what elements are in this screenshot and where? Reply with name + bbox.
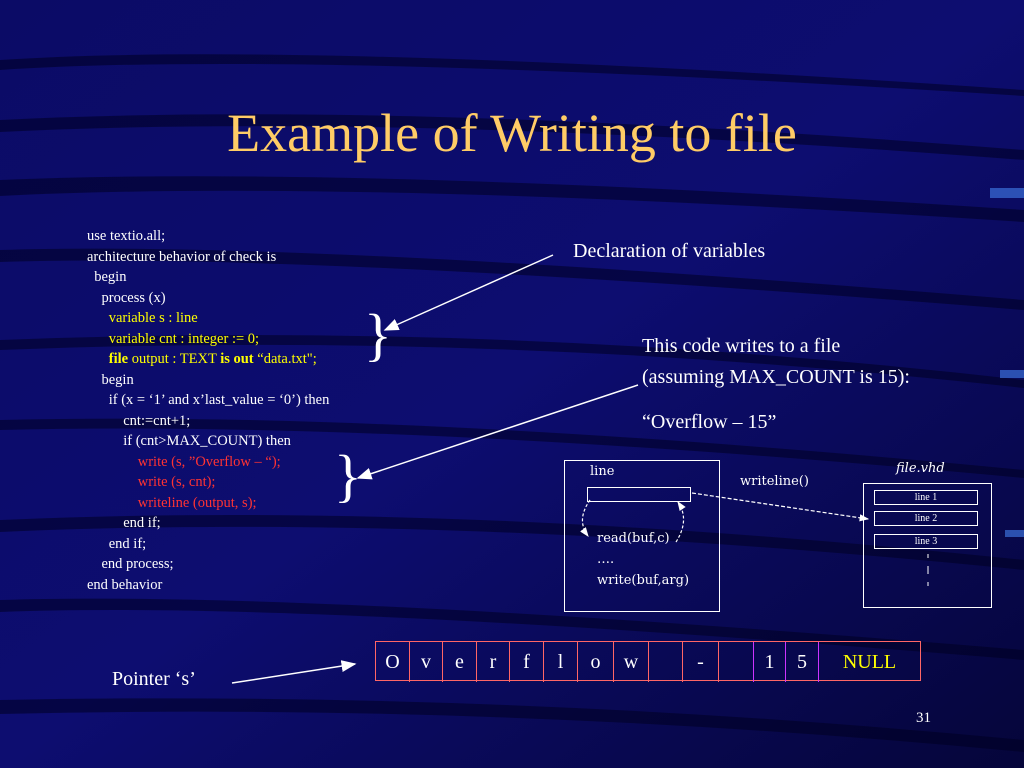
code-line: cnt:=cnt+1; — [123, 412, 191, 429]
code-line-write: write (s, ”Overflow – “); — [137, 453, 281, 470]
string-memory: O v e r f l o w - 1 5 NULL — [375, 641, 921, 682]
code-line-declaration: file output : TEXT is out “data.txt"; — [108, 351, 317, 367]
memory-cell: 1 — [754, 642, 786, 682]
memory-cell — [719, 642, 754, 682]
code-line: process (x) — [101, 289, 166, 306]
writeline-label: writeline() — [740, 474, 809, 489]
code-line-write: writeline (output, s); — [137, 494, 257, 511]
code-line: begin — [94, 269, 127, 285]
file-continuation-dots — [927, 554, 929, 586]
line-buffer — [587, 487, 691, 502]
code-line: if (cnt>MAX_COUNT) then — [123, 433, 291, 449]
buffer-loop-arrows — [580, 499, 686, 543]
code-line: if (x = ‘1’ and x’last_value = ‘0’) then — [108, 392, 330, 408]
file-box: line 1 line 2 line 3 — [863, 483, 992, 608]
code-line: end if; — [108, 535, 147, 552]
memory-cell: O — [376, 642, 410, 682]
memory-null-terminator: NULL — [842, 651, 897, 673]
code-line: end process; — [101, 556, 174, 572]
memory-cell: r — [477, 642, 510, 682]
code-block: use textio.all; architecture behavior of… — [87, 226, 329, 595]
code-line-declaration: variable s : line — [108, 310, 198, 326]
file-line-1: line 1 — [874, 490, 978, 505]
line-buffer-box: line read(buf,c) …. write(buf,arg) — [564, 460, 720, 612]
code-line: end behavior — [87, 576, 163, 593]
code-line: end if; — [123, 515, 161, 531]
code-line: architecture behavior of check is — [87, 248, 277, 265]
writes-arrow — [356, 384, 639, 480]
memory-cell: w — [614, 642, 649, 682]
output-label: “Overflow – 15” — [642, 411, 777, 433]
write-op: write(buf,arg) — [597, 573, 690, 588]
memory-cell: v — [410, 642, 443, 682]
read-op: read(buf,c) — [597, 531, 670, 546]
code-line: begin — [101, 371, 134, 388]
pointer-label: Pointer ‘s’ — [112, 668, 196, 690]
file-line-2: line 2 — [874, 511, 978, 526]
line-label: line — [590, 464, 615, 479]
page-number: 31 — [916, 710, 931, 726]
writes-label-line1: This code writes to a file — [642, 335, 841, 357]
memory-cell — [649, 642, 683, 682]
writes-label-line2: (assuming MAX_COUNT is 15): — [642, 366, 910, 388]
file-line-3: line 3 — [874, 534, 978, 549]
ellipsis-op: …. — [597, 552, 615, 567]
code-line-declaration: variable cnt : integer := 0; — [108, 330, 260, 347]
memory-cell: e — [443, 642, 477, 682]
pointer-arrow — [231, 660, 357, 684]
memory-cell: o — [578, 642, 614, 682]
declaration-arrow — [383, 254, 554, 331]
declaration-label: Declaration of variables — [573, 240, 766, 262]
file-label: file.vhd — [896, 461, 945, 476]
memory-cell: 5 — [786, 642, 819, 682]
memory-cell: l — [544, 642, 578, 682]
code-line-write: write (s, cnt); — [137, 474, 216, 490]
declaration-brace: } — [364, 302, 392, 367]
memory-cell: - — [683, 642, 719, 682]
memory-cell: f — [510, 642, 544, 682]
slide-title: Example of Writing to file — [227, 103, 797, 163]
writeline-arrow — [691, 492, 870, 522]
code-line: use textio.all; — [87, 228, 166, 244]
